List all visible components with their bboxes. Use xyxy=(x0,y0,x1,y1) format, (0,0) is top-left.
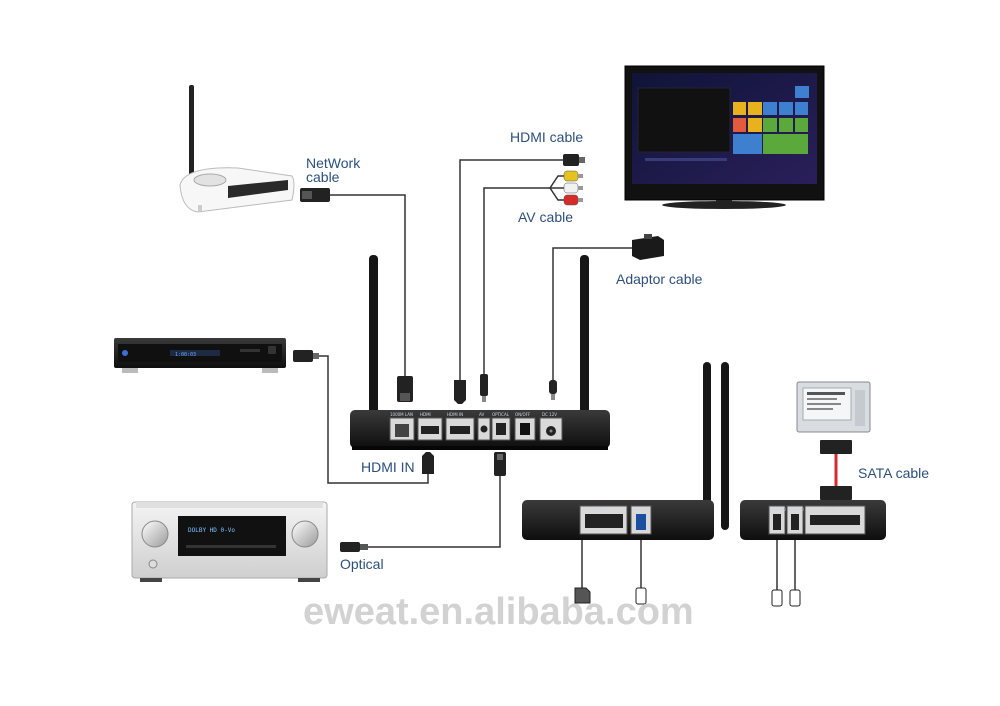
av-receiver: DOLBY HD 0-Vo xyxy=(131,501,328,582)
port-label-onoff: ON/OFF xyxy=(515,412,531,417)
usb2-stick-b xyxy=(789,589,801,607)
av-cable-plugs xyxy=(549,170,583,206)
port-label-lan: 1000M LAN xyxy=(390,412,413,417)
optical-label: Optical xyxy=(340,556,384,572)
svg-text:1:00:03: 1:00:03 xyxy=(175,352,196,358)
port-label-hdmi-in: HDMI IN xyxy=(447,412,463,417)
hdmi-in-cable-wire xyxy=(318,355,429,484)
tv-box-main: 1000M LAN HDMI HDMI IN AV OPTICAL ON/OFF… xyxy=(350,255,610,450)
usb3-stick xyxy=(635,587,647,605)
hdmi-in-plug-bottom xyxy=(422,452,434,474)
port-label-sd: SD/MMC xyxy=(588,507,605,512)
port-label-av: AV xyxy=(479,412,484,417)
svg-text:DOLBY HD 0-Vo: DOLBY HD 0-Vo xyxy=(188,527,235,534)
optical-cable-wire xyxy=(368,476,501,548)
port-label-dc: DC 12V xyxy=(542,412,557,417)
network-cable-plug xyxy=(300,188,330,202)
port-label-usb2-a: USB 2.0 xyxy=(770,507,786,512)
sd-card xyxy=(574,587,591,604)
optical-cable-plug xyxy=(340,542,368,552)
hdmi-plug-top xyxy=(454,380,466,404)
dc-plug-top xyxy=(549,380,557,400)
av-cable-label: AV cable xyxy=(518,209,573,225)
hdmi-in-cable-plug xyxy=(293,350,319,362)
cables xyxy=(318,159,838,590)
optical-plug-bottom xyxy=(494,452,506,476)
hard-disk xyxy=(796,381,871,433)
bluray-player: 1:00:03 xyxy=(114,338,286,373)
network-cable-label-line2: cable xyxy=(306,169,340,185)
wifi-router xyxy=(179,85,295,213)
port-label-hdmi: HDMI xyxy=(420,412,431,417)
hdmi-cable-wire xyxy=(459,159,565,382)
network-cable-wire xyxy=(330,194,406,378)
av-plug-top xyxy=(480,374,488,402)
tv-box-side-left: SD/MMC USB 3.0 xyxy=(522,362,714,540)
power-adaptor xyxy=(632,234,664,260)
port-label-usb3: USB 3.0 xyxy=(632,507,648,512)
hdmi-cable-plug xyxy=(563,154,585,166)
hdmi-cable-label: HDMI cable xyxy=(510,129,583,145)
port-label-optical: OPTICAL xyxy=(492,412,510,417)
tv-box-side-right: USB 2.0 USB 2.0 SATA xyxy=(721,362,886,540)
network-cable-label-line1: NetWork xyxy=(306,155,361,171)
port-label-usb2-b: USB 2.0 xyxy=(788,507,804,512)
av-cable-wire xyxy=(483,187,550,376)
port-label-sata: SATA xyxy=(826,507,836,512)
sata-connector xyxy=(820,440,852,500)
sata-cable-label: SATA cable xyxy=(858,465,929,481)
hdmi-in-label: HDMI IN xyxy=(361,459,415,475)
watermark: eweat.en.alibaba.com xyxy=(303,591,694,633)
adaptor-cable-label: Adaptor cable xyxy=(616,271,703,287)
usb2-stick-a xyxy=(771,589,783,607)
adaptor-cable-wire xyxy=(552,247,635,382)
lan-plug xyxy=(397,376,413,402)
television xyxy=(624,65,825,209)
